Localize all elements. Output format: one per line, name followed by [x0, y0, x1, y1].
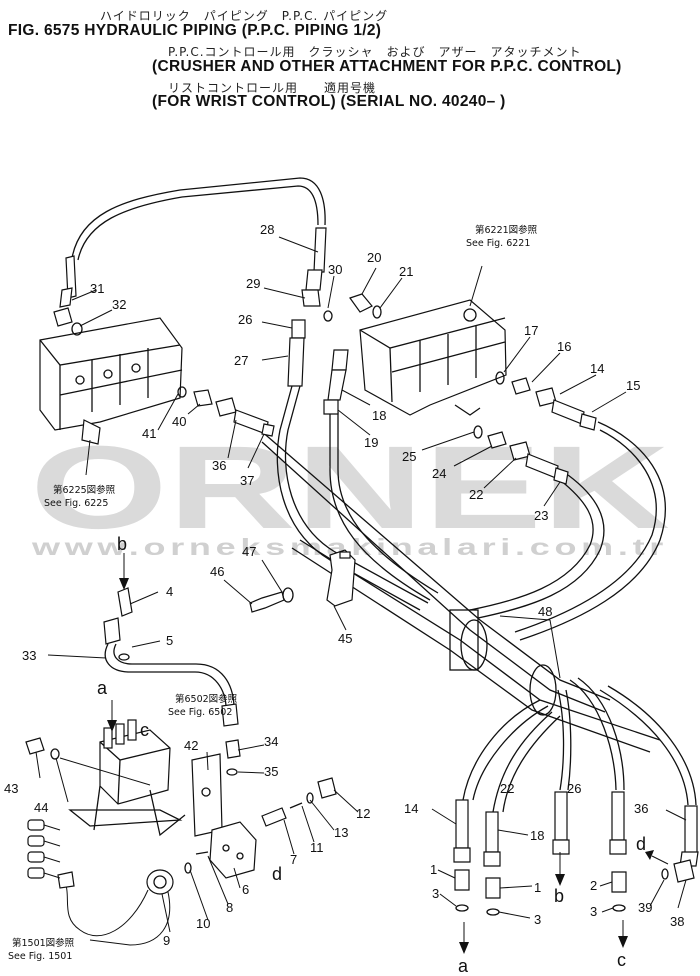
- callout-31: 31: [90, 281, 104, 296]
- callout-44: 44: [34, 800, 48, 815]
- part-callouts: 31 32 28 29 30 26 27 20 21 17 16 14 15 1…: [4, 222, 684, 948]
- clamp-45: [249, 549, 356, 613]
- ref-fig-6225-jp: 第6225図参照: [53, 484, 116, 496]
- ref-fig-6502-jp: 第6502図参照: [175, 693, 238, 705]
- flow-arrows: [107, 553, 669, 954]
- port-letter-a-top: a: [97, 678, 108, 698]
- title-japanese-line-3: リストコントロール用 適用号機: [168, 81, 377, 95]
- callout-39: 39: [638, 900, 652, 915]
- callout-16: 16: [557, 339, 571, 354]
- callout-18-top: 18: [372, 408, 386, 423]
- callout-18-bottom: 18: [530, 828, 544, 843]
- callout-3-left: 3: [432, 886, 439, 901]
- callout-15: 15: [626, 378, 640, 393]
- callout-41: 41: [142, 426, 156, 441]
- callout-28: 28: [260, 222, 274, 237]
- port-letter-c-top: c: [140, 720, 149, 740]
- title-japanese-line-2: P.P.C.コントロール用 クラッシャ および アザー アタッチメント: [168, 45, 582, 59]
- port-letter-c-bottom: c: [617, 950, 626, 970]
- callout-43: 43: [4, 781, 18, 796]
- callout-12: 12: [356, 806, 370, 821]
- bottom-hose-ends: [453, 791, 699, 916]
- callout-46: 46: [210, 564, 224, 579]
- callout-19: 19: [364, 435, 378, 450]
- title-japanese-line-1: ハイドロリック パイピング P.P.C. パイピング: [100, 9, 389, 23]
- callout-11: 11: [310, 840, 324, 855]
- solenoid-valve-group: [25, 587, 337, 946]
- left-control-valve: [39, 255, 183, 476]
- hose-18-19-assembly: [323, 349, 349, 415]
- callout-47: 47: [242, 544, 256, 559]
- callout-8: 8: [226, 900, 233, 915]
- callout-1-right: 1: [534, 880, 541, 895]
- callout-36-bottom: 36: [634, 801, 648, 816]
- callout-30: 30: [328, 262, 342, 277]
- hose-28-assembly: [287, 227, 333, 387]
- figure-subtitle: (CRUSHER AND OTHER ATTACHMENT FOR P.P.C.…: [152, 58, 622, 75]
- fittings-36-40: [177, 386, 275, 437]
- ref-fig-6225: See Fig. 6225: [44, 498, 108, 509]
- callout-2: 2: [590, 878, 597, 893]
- callout-23: 23: [534, 508, 548, 523]
- port-letters: b a c d a b c d: [97, 534, 646, 976]
- callout-35: 35: [264, 764, 278, 779]
- hose-routes: [71, 177, 697, 813]
- port-letter-d-bottom: d: [636, 834, 646, 854]
- ref-fig-1501: See Fig. 1501: [8, 951, 72, 962]
- callout-32: 32: [112, 297, 126, 312]
- hose-clamp-48: [449, 609, 561, 716]
- callout-5: 5: [166, 633, 173, 648]
- callout-22-bottom: 22: [500, 781, 514, 796]
- callout-29: 29: [246, 276, 260, 291]
- port-letter-b-top: b: [117, 534, 127, 554]
- callout-20: 20: [367, 250, 381, 265]
- callout-36-top: 36: [212, 458, 226, 473]
- leader-lines: [35, 236, 687, 933]
- ref-fig-1501-jp: 第1501図参照: [12, 937, 75, 949]
- callout-26-top: 26: [238, 312, 252, 327]
- callout-6: 6: [242, 882, 249, 897]
- callout-14-bottom: 14: [404, 801, 418, 816]
- callout-7: 7: [290, 852, 297, 867]
- callout-24: 24: [432, 466, 446, 481]
- watermark: ORNEK www.orneksmakinalari.com.tr: [30, 422, 670, 560]
- callout-25: 25: [402, 449, 416, 464]
- callout-42: 42: [184, 738, 198, 753]
- callout-13: 13: [334, 825, 348, 840]
- port-letter-b-bottom: b: [554, 886, 564, 906]
- ref-fig-6221-jp: 第6221図参照: [475, 224, 538, 236]
- callout-45: 45: [338, 631, 352, 646]
- callout-3-right: 3: [590, 904, 597, 919]
- callout-34: 34: [264, 734, 278, 749]
- ref-fig-6221: See Fig. 6221: [466, 238, 530, 249]
- callout-17: 17: [524, 323, 538, 338]
- port-letter-d-top: d: [272, 864, 282, 884]
- fittings-14-17: [495, 371, 597, 431]
- right-control-valve: [349, 265, 507, 416]
- callout-10: 10: [196, 916, 210, 931]
- callout-9: 9: [163, 933, 170, 948]
- callout-38: 38: [670, 914, 684, 929]
- callout-37: 37: [240, 473, 254, 488]
- callout-4: 4: [166, 584, 173, 599]
- watermark-brand: ORNEK: [30, 422, 670, 554]
- serial-number-note: (FOR WRIST CONTROL) (SERIAL NO. 40240– ): [152, 93, 506, 110]
- callout-3-mid: 3: [534, 912, 541, 927]
- callout-27: 27: [234, 353, 248, 368]
- callout-22-top: 22: [469, 487, 483, 502]
- figure-header: ハイドロリック パイピング P.P.C. パイピング FIG. 6575 HYD…: [0, 0, 700, 115]
- ref-fig-6502: See Fig. 6502: [168, 707, 232, 718]
- callout-48: 48: [538, 604, 552, 619]
- fittings-22-25: [473, 425, 569, 485]
- callout-40: 40: [172, 414, 186, 429]
- callout-1-left: 1: [430, 862, 437, 877]
- callout-26-bottom: 26: [567, 781, 581, 796]
- reference-notes: 第6221図参照 See Fig. 6221 第6225図参照 See Fig.…: [8, 224, 538, 962]
- callout-14-top: 14: [590, 361, 604, 376]
- figure-title: FIG. 6575 HYDRAULIC PIPING (P.P.C. PIPIN…: [8, 22, 382, 39]
- callout-33: 33: [22, 648, 36, 663]
- callout-21: 21: [399, 264, 413, 279]
- port-letter-a-bottom: a: [458, 956, 469, 976]
